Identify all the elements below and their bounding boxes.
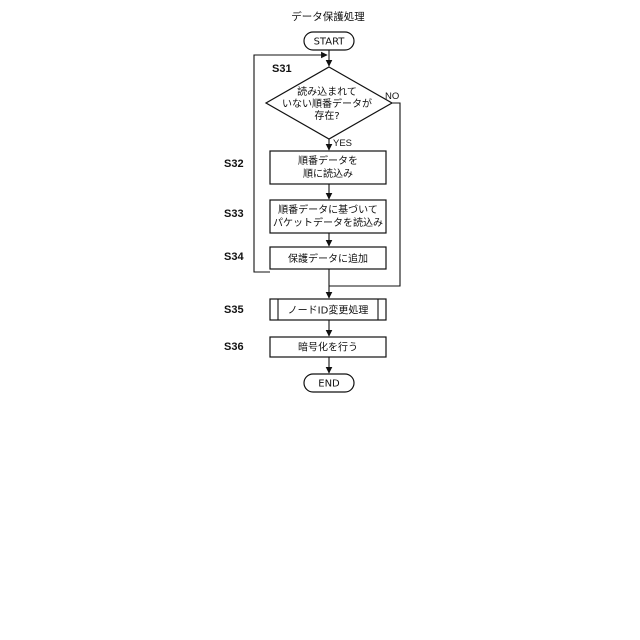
flowchart-title: データ保護処理: [291, 10, 365, 23]
step-label-s36: S36: [224, 341, 244, 353]
subprocess-s35: ノードID変更処理: [270, 299, 386, 320]
decision-s31-line-1: 読み込まれて: [297, 85, 357, 98]
branch-label-yes: YES: [333, 138, 352, 149]
process-s34-line-1: 保護データに追加: [288, 252, 368, 265]
process-s32: 順番データを 順に読込み: [270, 151, 386, 184]
step-label-s33: S33: [224, 208, 244, 220]
subprocess-s35-line-1: ノードID変更処理: [288, 304, 369, 317]
step-label-s31: S31: [272, 63, 292, 75]
start-terminal-label: START: [314, 37, 346, 48]
process-s32-line-2: 順に読込み: [303, 167, 353, 180]
process-s32-line-1: 順番データを: [298, 154, 358, 167]
process-s33-line-2: パケットデータを読込み: [273, 216, 383, 229]
step-label-s32: S32: [224, 158, 244, 170]
decision-s31: 読み込まれて いない順番データが 存在?: [266, 67, 392, 139]
step-label-s34: S34: [224, 251, 244, 263]
step-label-s35: S35: [224, 304, 244, 316]
process-s36-line-1: 暗号化を行う: [298, 341, 358, 354]
process-s36: 暗号化を行う: [270, 337, 386, 357]
end-terminal-label: END: [318, 379, 340, 390]
process-s34: 保護データに追加: [270, 247, 386, 269]
branch-label-no: NO: [385, 91, 399, 102]
start-terminal: START: [304, 32, 354, 50]
process-s33-line-1: 順番データに基づいて: [278, 203, 378, 216]
decision-s31-line-2: いない順番データが: [282, 97, 372, 110]
end-terminal: END: [304, 374, 354, 392]
process-s33: 順番データに基づいて パケットデータを読込み: [270, 200, 386, 233]
decision-s31-line-3: 存在?: [314, 109, 339, 122]
